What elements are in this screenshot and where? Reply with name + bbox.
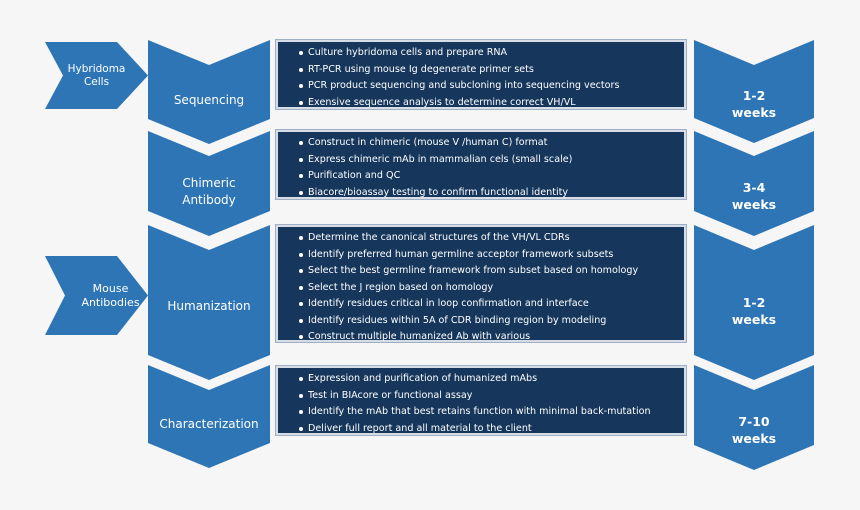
bullet-list: Construct in chimeric (mouse V /human C)… bbox=[299, 135, 684, 202]
down-chevron-shape bbox=[148, 225, 270, 380]
bullet-item: Identify preferred human germline accept… bbox=[299, 247, 684, 264]
detail-box-characterization: Expression and purification of humanized… bbox=[276, 366, 686, 435]
bullet-item: Construct multiple humanized Ab with var… bbox=[299, 329, 684, 346]
detail-box-chimeric-antibody: Construct in chimeric (mouse V /human C)… bbox=[276, 130, 686, 199]
bullet-item: Identify residues critical in loop confi… bbox=[299, 296, 684, 313]
duration-chevron-chimeric-antibody: 3-4 weeks bbox=[694, 131, 814, 236]
bullet-item: Purification and QC bbox=[299, 168, 684, 185]
stage-chevron-characterization: Characterization bbox=[148, 365, 270, 468]
mouse-antibodies-label: Mouse Antibodies bbox=[81, 281, 140, 309]
bullet-item: Exensive sequence analysis to determine … bbox=[299, 95, 684, 112]
stage-chevron-sequencing: Sequencing bbox=[148, 40, 270, 144]
mouse-antibodies-arrow: Mouse Antibodies bbox=[45, 256, 148, 335]
bullet-item: Select the best germline framework from … bbox=[299, 263, 684, 280]
duration-chevron-sequencing: 1-2 weeks bbox=[694, 40, 814, 143]
right-arrow-shape bbox=[45, 42, 148, 109]
bullet-item: Test in BIAcore or functional assay bbox=[299, 388, 684, 405]
bullet-item: Culture hybridoma cells and prepare RNA bbox=[299, 45, 684, 62]
duration-label: 3-4 weeks bbox=[731, 179, 777, 212]
bullet-item: Identify the mAb that best retains funct… bbox=[299, 404, 684, 421]
bullet-item: Identify residues within 5A of CDR bindi… bbox=[299, 313, 684, 330]
bullet-item: PCR product sequencing and subcloning in… bbox=[299, 78, 684, 95]
bullet-item: Determine the canonical structures of th… bbox=[299, 230, 684, 247]
bullet-item: Biacore/bioassay testing to confirm func… bbox=[299, 185, 684, 202]
bullet-list: Expression and purification of humanized… bbox=[299, 371, 684, 438]
stage-title: Characterization bbox=[159, 417, 259, 431]
down-chevron-shape bbox=[694, 365, 814, 470]
duration-chevron-humanization: 1-2 weeks bbox=[694, 225, 814, 380]
bullet-item: Expression and purification of humanized… bbox=[299, 371, 684, 388]
hybridoma-cells-arrow: Hybridoma Cells bbox=[45, 42, 148, 109]
stage-chevron-humanization: Humanization bbox=[148, 225, 270, 380]
right-arrow-shape bbox=[45, 256, 148, 335]
down-chevron-shape bbox=[694, 40, 814, 143]
stage-title: Sequencing bbox=[173, 92, 245, 107]
down-chevron-shape bbox=[148, 365, 270, 468]
hybridoma-cells-label: Hybridoma Cells bbox=[67, 62, 126, 88]
duration-chevron-characterization: 7-10 weeks bbox=[694, 365, 814, 470]
down-chevron-shape bbox=[694, 225, 814, 380]
duration-label: 1-2 weeks bbox=[731, 87, 777, 120]
stage-title: Humanization bbox=[167, 299, 251, 313]
detail-box-sequencing: Culture hybridoma cells and prepare RNA … bbox=[276, 40, 686, 109]
down-chevron-shape bbox=[694, 131, 814, 236]
stage-title: Chimeric Antibody bbox=[182, 175, 236, 207]
bullet-item: RT-PCR using mouse Ig degenerate primer … bbox=[299, 62, 684, 79]
bullet-list: Determine the canonical structures of th… bbox=[299, 230, 684, 346]
duration-label: 1-2 weeks bbox=[731, 294, 777, 327]
down-chevron-shape bbox=[148, 40, 270, 144]
detail-box-humanization: Determine the canonical structures of th… bbox=[276, 225, 686, 342]
bullet-item: Select the J region based on homology bbox=[299, 280, 684, 297]
down-chevron-shape bbox=[148, 131, 270, 236]
bullet-item: Express chimeric mAb in mammalian cels (… bbox=[299, 152, 684, 169]
bullet-item: Deliver full report and all material to … bbox=[299, 421, 684, 438]
stage-chevron-chimeric-antibody: Chimeric Antibody bbox=[148, 131, 270, 236]
bullet-list: Culture hybridoma cells and prepare RNA … bbox=[299, 45, 684, 112]
bullet-item: Construct in chimeric (mouse V /human C)… bbox=[299, 135, 684, 152]
duration-label: 7-10 weeks bbox=[731, 413, 777, 446]
